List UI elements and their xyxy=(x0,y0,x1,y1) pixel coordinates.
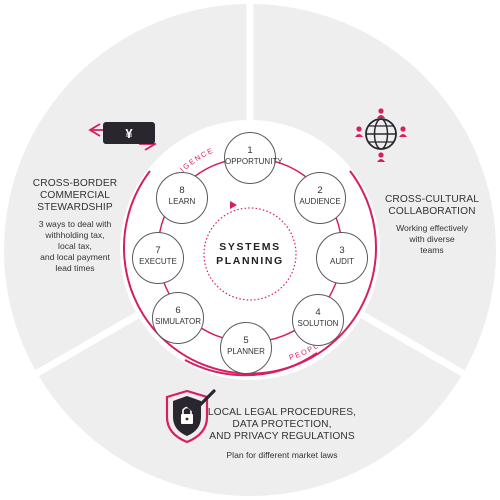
panel-left-title-line3: STEWARDSHIP xyxy=(37,202,113,213)
panel-right-sub-line2: with diverse xyxy=(409,234,455,244)
step-5-number: 5 xyxy=(243,335,249,346)
panel-left-sub-line3: local tax, xyxy=(58,241,92,251)
step-4-label: SOLUTION xyxy=(297,319,339,328)
globe-people-icon xyxy=(355,108,407,162)
center-title-line1: SYSTEMS xyxy=(219,241,281,253)
step-1-number: 1 xyxy=(247,145,253,156)
panel-right-title-line1: CROSS-CULTURAL xyxy=(384,194,480,205)
step-6: 6 SIMULATOR xyxy=(152,292,204,344)
panel-bottom-title-line1: LOCAL LEGAL PROCEDURES, xyxy=(207,407,357,418)
panel-right-title-line2: COLLABORATION xyxy=(388,206,476,217)
step-3-number: 3 xyxy=(339,245,345,256)
step-1: 1 OPPORTUNITY xyxy=(224,132,283,184)
panel-bottom-title-line2: DATA PROTECTION, xyxy=(232,419,332,430)
center-title-line2: PLANNING xyxy=(216,255,284,267)
step-5: 5 PLANNER xyxy=(220,322,272,374)
step-2-number: 2 xyxy=(317,185,323,196)
panel-left: CROSS-BORDER COMMERCIAL STEWARDSHIP 3 wa… xyxy=(22,178,128,274)
panel-left-title-line2: COMMERCIAL xyxy=(39,190,111,201)
step-7-label: EXECUTE xyxy=(139,257,177,266)
panel-left-title-line1: CROSS-BORDER xyxy=(32,178,118,189)
yen-exchange-icon: ¥ xyxy=(88,122,157,151)
panel-left-sub-line4: and local payment xyxy=(40,252,110,262)
panel-right: CROSS-CULTURAL COLLABORATION Working eff… xyxy=(376,194,488,256)
step-1-label: OPPORTUNITY xyxy=(225,157,283,166)
step-3: 3 AUDIT xyxy=(316,232,368,284)
people-arc xyxy=(184,352,318,377)
step-6-number: 6 xyxy=(175,305,181,316)
step-8-label: LEARN xyxy=(168,197,196,206)
step-4: 4 SOLUTION xyxy=(292,294,344,346)
panel-bottom-title-line3: AND PRIVACY REGULATIONS xyxy=(209,431,355,442)
svg-text:¥: ¥ xyxy=(125,126,133,141)
shield-lock-check-icon xyxy=(165,389,216,444)
panel-bottom-sub-line1: Plan for different market laws xyxy=(226,450,338,460)
dotted-cycle xyxy=(203,207,297,301)
center-title: SYSTEMS PLANNING xyxy=(205,240,295,268)
step-2: 2 AUDIENCE xyxy=(294,172,346,224)
panel-right-sub-line3: teams xyxy=(420,245,444,255)
panel-left-sub-line5: lead times xyxy=(55,263,95,273)
step-8-number: 8 xyxy=(179,185,185,196)
step-4-number: 4 xyxy=(315,307,321,318)
step-8: 8 LEARN xyxy=(156,172,208,224)
step-7-number: 7 xyxy=(155,245,161,256)
panel-left-sub-line1: 3 ways to deal with xyxy=(38,219,112,229)
step-5-label: PLANNER xyxy=(227,347,265,356)
cycle-arrow-icon xyxy=(230,201,237,209)
panel-right-sub-line1: Working effectively xyxy=(396,223,468,233)
panel-left-sub-line2: withholding tax, xyxy=(45,230,105,240)
step-2-label: AUDIENCE xyxy=(299,197,341,206)
step-7: 7 EXECUTE xyxy=(132,232,184,284)
step-6-label: SIMULATOR xyxy=(155,317,201,326)
panel-bottom: LOCAL LEGAL PROCEDURES, DATA PROTECTION,… xyxy=(196,407,368,461)
step-3-label: AUDIT xyxy=(330,257,354,266)
